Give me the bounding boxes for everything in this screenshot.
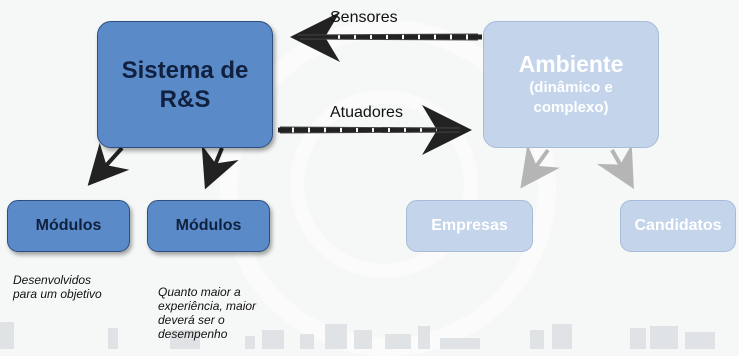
module2-note-line4: desempenho <box>158 327 228 341</box>
environment-box-title: Ambiente <box>518 51 624 77</box>
module-box-1: Módulos <box>7 200 130 252</box>
system-box-line2: R&S <box>159 85 211 113</box>
system-box: Sistema de R&S <box>97 21 273 148</box>
module2-note-line3: deverá ser o <box>158 313 225 327</box>
environment-box-line2: (dinâmico e <box>529 79 613 96</box>
environment-box: Ambiente (dinâmico e complexo) <box>483 21 659 148</box>
companies-box: Empresas <box>406 200 533 252</box>
system-to-module2-arrow <box>201 144 239 190</box>
sensors-arrow <box>290 12 482 62</box>
candidates-box-label: Candidatos <box>634 217 722 234</box>
city-skyline-decoration <box>0 322 715 349</box>
module-box-2: Módulos <box>147 200 270 252</box>
actuators-arrow <box>278 105 472 155</box>
module2-note: Quanto maior a experiência, maior deverá… <box>158 285 256 341</box>
actuators-label: Atuadores <box>330 104 403 121</box>
module-box-2-label: Módulos <box>175 217 242 234</box>
system-to-module1-arrow <box>87 142 130 186</box>
module1-note-line1: Desenvolvidos <box>13 273 92 287</box>
sensors-label: Sensores <box>330 9 398 26</box>
module2-note-line2: experiência, maior <box>158 299 257 313</box>
module2-note-line1: Quanto maior a <box>158 285 241 299</box>
environment-to-companies-arrow <box>520 144 560 189</box>
environment-box-line3: complexo) <box>533 99 609 116</box>
system-box-line1: Sistema de <box>121 56 249 84</box>
environment-to-candidates-arrow <box>596 144 634 189</box>
candidates-box: Candidatos <box>620 200 736 252</box>
module1-note-line2: para um objetivo <box>13 287 102 301</box>
module-box-1-label: Módulos <box>35 217 102 234</box>
companies-box-label: Empresas <box>431 217 508 234</box>
module1-note: Desenvolvidos para um objetivo <box>13 273 102 301</box>
